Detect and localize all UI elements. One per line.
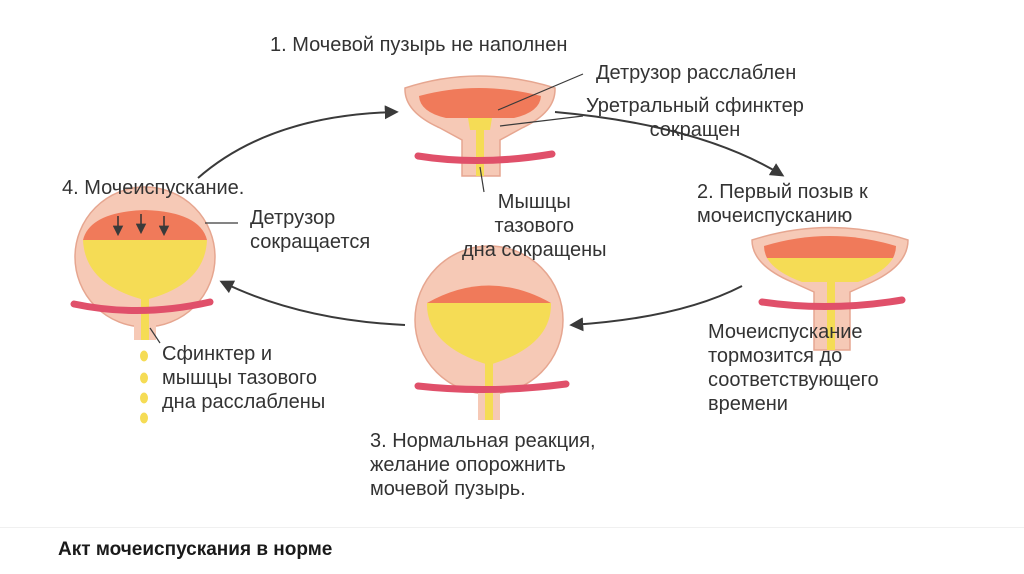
stage2-note: Мочеиспускание тормозится до соответству… [708, 321, 879, 415]
stage4-title: 4. Мочеиспускание. [62, 177, 245, 199]
stage3-title: 3. Нормальная реакция, желание опорожнит… [370, 430, 596, 500]
stage2-title: 2. Первый позыв к мочеиспусканию [697, 181, 868, 227]
bladder-stage3 [414, 245, 570, 420]
bladder-stage2 [751, 226, 909, 351]
cycle-arrow-1-to-2 [554, 111, 785, 177]
cycle-arrow-3-to-4 [219, 280, 406, 326]
figure-caption: Акт мочеиспускания в норме [58, 539, 333, 560]
bladder-stage4 [70, 186, 216, 424]
stage4-detrusor-label: Детрузор сокращается [250, 207, 371, 253]
stage1-detrusor-label: Детрузор расслаблен [596, 62, 797, 84]
bladder-stage1 [404, 75, 556, 177]
stage4-sphincter-label: Сфинктер и мышцы тазового дна расслаблен… [162, 343, 326, 413]
cycle-arrow-2-to-3 [569, 285, 743, 332]
stage1-sphincter-label: Уретральный сфинктер сокращен [586, 95, 804, 141]
caption-divider [0, 527, 1024, 528]
stage1-pelvic-floor-label: Мышцы тазового дна сокращены [462, 191, 607, 261]
stage1-title: 1. Мочевой пузырь не наполнен [270, 34, 568, 56]
cycle-arrow-4-to-1 [197, 105, 399, 179]
